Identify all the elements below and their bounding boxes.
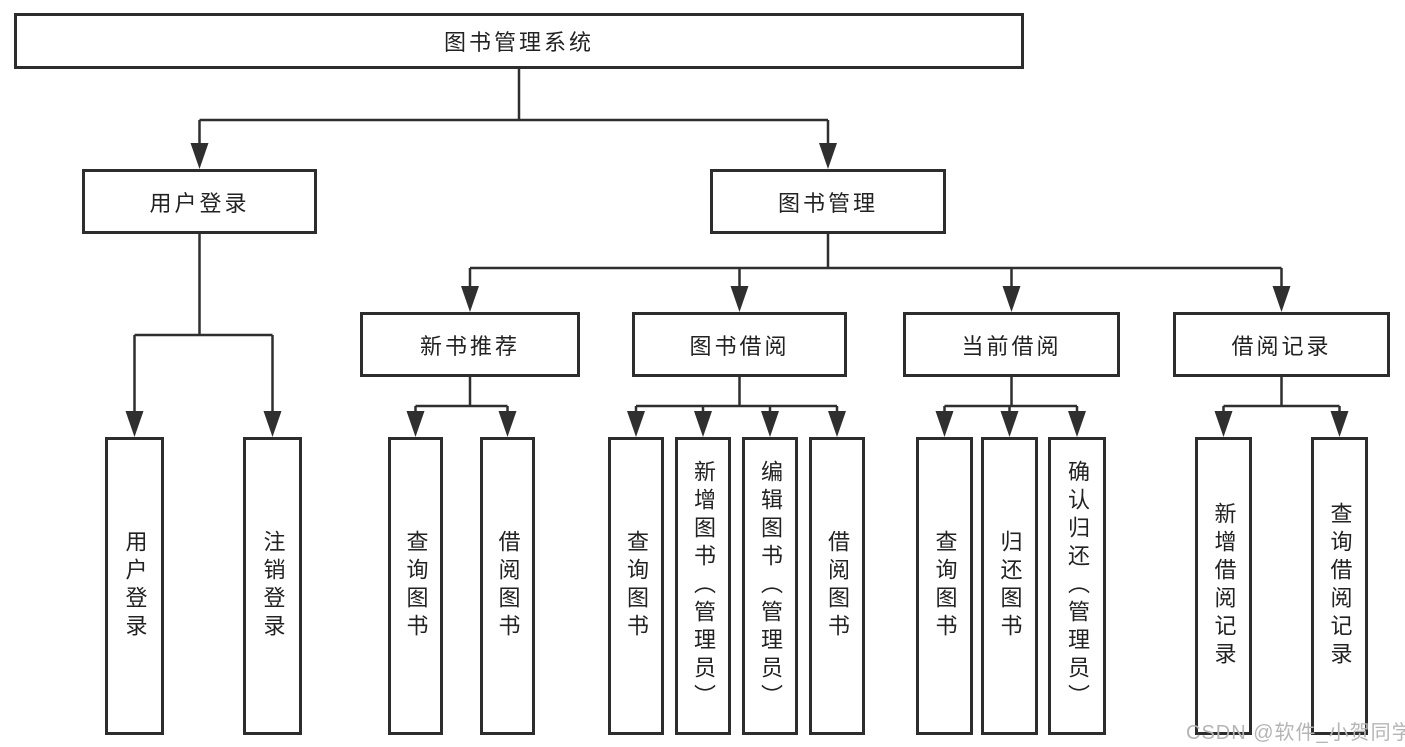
connector-userlogin-to-leaves [125,234,282,437]
arrowhead-icon [498,411,517,437]
arrowhead-icon [1002,286,1021,312]
node-new-book-recommend: 新书推荐 [360,312,580,377]
arrowhead-icon [125,411,144,437]
node-leaf-add-book-admin: 新增图书（管理员） [675,437,731,735]
node-book-borrowing: 图书借阅 [632,312,847,377]
connector-bookmgmt-to-level3 [461,234,1291,312]
node-label: 当前借阅 [961,333,1062,359]
arrowhead-icon [406,411,425,437]
node-leaf-edit-book-admin: 编辑图书（管理员） [742,437,798,735]
node-leaf-confirm-return-admin: 确认归还（管理员） [1048,437,1106,735]
node-leaf-user-login: 用户登录 [105,437,164,735]
arrowhead-icon [190,143,209,169]
arrowhead-icon [1068,411,1086,437]
node-book-management: 图书管理 [710,169,946,234]
node-label: 图书借阅 [689,333,790,359]
node-label: 图书管理系统 [443,30,594,55]
node-borrowing-records: 借阅记录 [1173,312,1390,377]
arrowhead-icon [730,286,749,312]
arrowhead-icon [1000,411,1019,437]
node-leaf-borrow-books: 借阅图书 [809,437,865,735]
connector-newbook-to-leaves [406,377,517,437]
arrowhead-icon [935,411,954,437]
node-label: 借阅记录 [1231,333,1332,359]
node-leaf-query-borrow-record: 查询借阅记录 [1311,437,1368,735]
csdn-watermark: CSDN @软件_小贺同学 [1186,722,1405,744]
arrowhead-icon [627,411,645,437]
node-label: 新书推荐 [419,333,520,359]
node-leaf-logout: 注销登录 [243,437,302,735]
node-leaf-borrow-books: 借阅图书 [480,437,535,735]
node-user-login: 用户登录 [82,169,317,234]
arrowhead-icon [1272,286,1291,312]
connector-records-to-leaves [1214,377,1349,437]
arrowhead-icon [263,411,282,437]
node-label: 用户登录 [149,190,250,216]
node-label: 图书管理 [777,190,878,216]
arrowhead-icon [819,143,837,169]
node-leaf-query-books: 查询图书 [388,437,443,735]
connector-root-to-level2 [190,69,837,169]
node-leaf-query-books: 查询图书 [916,437,973,735]
node-leaf-return-books: 归还图书 [981,437,1038,735]
connector-current-to-leaves [935,377,1086,437]
node-leaf-query-books: 查询图书 [608,437,664,735]
node-root-library-system: 图书管理系统 [14,13,1024,69]
arrowhead-icon [694,411,712,437]
arrowhead-icon [828,411,846,437]
arrowhead-icon [461,286,479,312]
arrowhead-icon [761,411,779,437]
arrowhead-icon [1214,411,1233,437]
node-leaf-add-borrow-record: 新增借阅记录 [1195,437,1252,735]
arrowhead-icon [1330,411,1349,437]
node-current-borrowing: 当前借阅 [903,312,1120,377]
connector-borrowing-to-leaves [627,377,846,437]
